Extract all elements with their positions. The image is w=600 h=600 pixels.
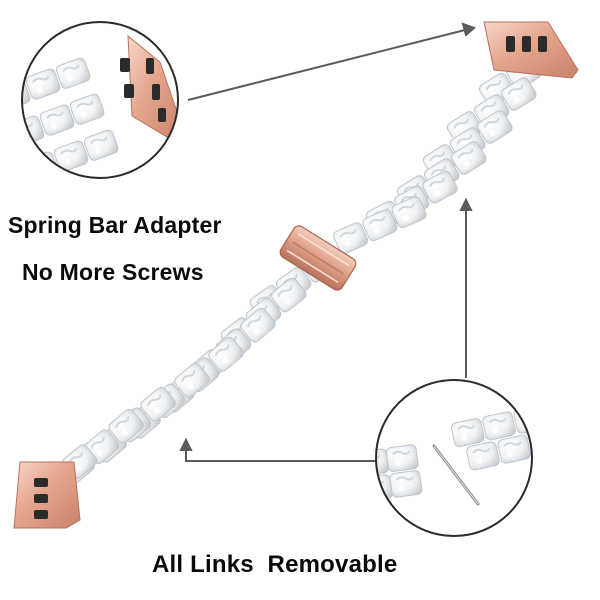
band-upper-links xyxy=(331,53,544,257)
caption-all-links-removable: All Links Removable xyxy=(152,551,398,578)
arrowhead-top xyxy=(461,22,476,37)
callout-line-bottom xyxy=(185,445,381,462)
caption-no-more-screws: No More Screws xyxy=(22,259,204,285)
arrowhead-right xyxy=(459,197,473,211)
caption-spring-bar-adapter: Spring Bar Adapter xyxy=(8,212,222,238)
callout-circle-links xyxy=(375,379,533,537)
arrowhead-bottom xyxy=(179,437,193,451)
top-adapter xyxy=(483,21,579,79)
callout-lines xyxy=(179,22,476,462)
watch-band xyxy=(13,21,579,529)
callout-circle-adapter xyxy=(21,21,179,179)
clasp xyxy=(279,225,357,291)
bottom-adapter xyxy=(13,461,81,529)
callout-line-top xyxy=(187,29,466,101)
